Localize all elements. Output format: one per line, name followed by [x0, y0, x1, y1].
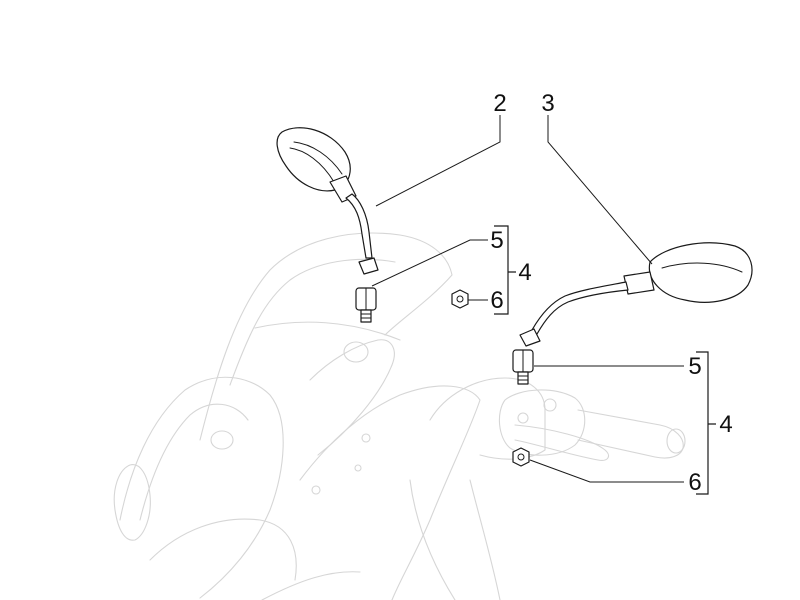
right-mirror[interactable] [519, 242, 753, 347]
left-mirror-glass-line [293, 141, 343, 175]
callout-group-right: 4 [719, 411, 732, 438]
callout-nut-right: 6 [688, 469, 701, 496]
switch-housing [498, 389, 586, 456]
callout-mirror-right: 3 [541, 90, 554, 117]
leader-lines [371, 115, 684, 483]
right-mirror-glass-line [661, 262, 743, 273]
right-nut-hex [512, 447, 530, 467]
callout-nut-left: 6 [490, 287, 503, 314]
cowl-outline [299, 385, 481, 600]
frame-line [261, 571, 361, 600]
switch-button [517, 412, 529, 424]
screw-head [354, 464, 362, 472]
screw-head [361, 433, 371, 443]
cowl-knob [343, 341, 369, 363]
callout-adapter-right: 5 [688, 353, 701, 380]
callout-group-left: 4 [518, 259, 531, 286]
bracket-4-left [494, 225, 516, 315]
screw-head [311, 485, 321, 495]
throttle-grip [577, 409, 684, 459]
leader-3 [547, 115, 653, 265]
fairing-inner [139, 403, 249, 521]
right-mirror-stem [531, 281, 629, 335]
fairing-knob [210, 430, 234, 450]
frame-line [469, 479, 501, 600]
headlight-outline [113, 464, 151, 541]
windscreen-inner-outline [229, 258, 396, 386]
right-mirror-head [648, 242, 753, 303]
left-nut-hole [456, 295, 464, 303]
frame-line [409, 479, 456, 600]
switch-button [543, 398, 557, 412]
right-nut[interactable] [512, 447, 530, 467]
right-mirror-foot [519, 328, 541, 347]
right-adapter[interactable] [512, 349, 534, 385]
left-adapter-thread [360, 309, 372, 323]
bracket-4-right [696, 351, 716, 495]
brake-lever [514, 424, 610, 461]
callout-adapter-left: 5 [490, 227, 503, 254]
left-nut[interactable] [451, 289, 469, 309]
left-mirror-glass-line [289, 147, 335, 183]
callout-mirror-left: 2 [493, 90, 506, 117]
left-nut-hex [451, 289, 469, 309]
left-mirror[interactable] [276, 127, 379, 275]
cowl-inner [309, 339, 395, 456]
left-adapter[interactable] [355, 287, 377, 323]
fairing-lower [149, 518, 297, 581]
leader-5-left [371, 239, 488, 287]
windscreen-edge [254, 321, 401, 341]
right-nut-hole [517, 453, 525, 461]
leader-2 [375, 115, 501, 207]
right-mirror-collar [623, 271, 655, 295]
fairing-outline [119, 376, 284, 599]
leader-6-right [529, 459, 684, 483]
grip-end [666, 428, 686, 454]
left-mirror-stem [345, 193, 373, 259]
left-mirror-foot [358, 257, 379, 275]
right-adapter-thread [517, 371, 529, 385]
